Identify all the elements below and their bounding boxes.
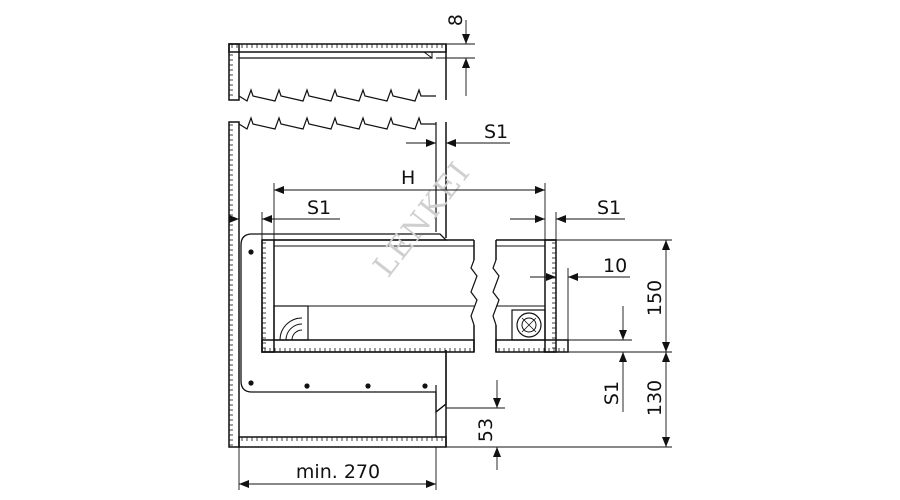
lid-left-wall: [228, 43, 240, 101]
channel-left-hatching: [262, 242, 471, 352]
timber-block-left: [273, 305, 309, 341]
dim-label-s1-right: S1: [484, 121, 508, 143]
dim-h: H: [273, 167, 546, 240]
break-line-channel: [470, 259, 478, 326]
drain-pipe: [516, 312, 542, 338]
dim-top-gap: 8: [436, 14, 475, 96]
channel-bottom-left: [261, 339, 475, 353]
left-wall: [228, 121, 240, 448]
channel-bottom-right: [495, 339, 569, 353]
dim-label-s1-left: S1: [307, 197, 331, 219]
break-line-top: [238, 88, 436, 102]
dim-s1-far-right: S1: [510, 197, 625, 240]
dim-label-h: H: [401, 167, 415, 189]
bottom-floor: [238, 403, 447, 448]
lid-corner-detail: [423, 51, 433, 59]
dim-label-s1-vertical: S1: [601, 381, 623, 405]
dim-label-53: 53: [475, 418, 497, 442]
dim-label-min-width: min. 270: [296, 461, 380, 483]
dim-s1-vertical: S1: [568, 306, 632, 412]
dim-height-53: 53: [446, 380, 505, 470]
left-wall-hatching: [229, 124, 233, 446]
dim-s1-left: S1: [229, 197, 340, 240]
bracket-hole: [365, 383, 371, 389]
floor-corner: [435, 403, 447, 437]
bracket-outline: [240, 233, 448, 414]
lid-hatching: [229, 44, 443, 96]
dim-height-chain: 150 130: [446, 239, 672, 448]
dim-offset-10: 10: [530, 255, 630, 340]
bracket-plate: [240, 233, 448, 414]
drain-box: [511, 309, 546, 341]
bracket-hole: [248, 249, 254, 255]
dim-s1-right: S1: [406, 121, 510, 147]
top-lid-detail: [228, 43, 447, 102]
channel-right-hatching: [498, 242, 565, 352]
bracket-hole: [304, 383, 310, 389]
drain-pipe-inner: [521, 317, 537, 333]
bracket-hole: [248, 380, 254, 386]
dim-min-width: min. 270: [238, 447, 437, 490]
floor-plate: [238, 436, 447, 448]
dim-label-offset-10: 10: [603, 255, 627, 277]
floor-hatching: [241, 437, 443, 441]
dim-label-s1-far-right: S1: [597, 197, 621, 219]
channel-left: [261, 239, 478, 353]
break-line-middle: [238, 116, 436, 130]
break-line-channel-right: [492, 259, 500, 326]
lid-top-plate: [228, 43, 447, 53]
dim-label-130: 130: [644, 380, 666, 416]
channel-left-wall: [261, 239, 275, 353]
drain-cross: [521, 317, 537, 333]
channel-right-wall: [544, 239, 557, 353]
dim-label-top-gap: 8: [445, 14, 467, 26]
bracket-hole: [422, 383, 428, 389]
dim-label-150: 150: [644, 280, 666, 316]
timber-grain: [279, 317, 303, 341]
watermark: LENKEI: [367, 155, 478, 284]
channel-right: [492, 239, 569, 353]
